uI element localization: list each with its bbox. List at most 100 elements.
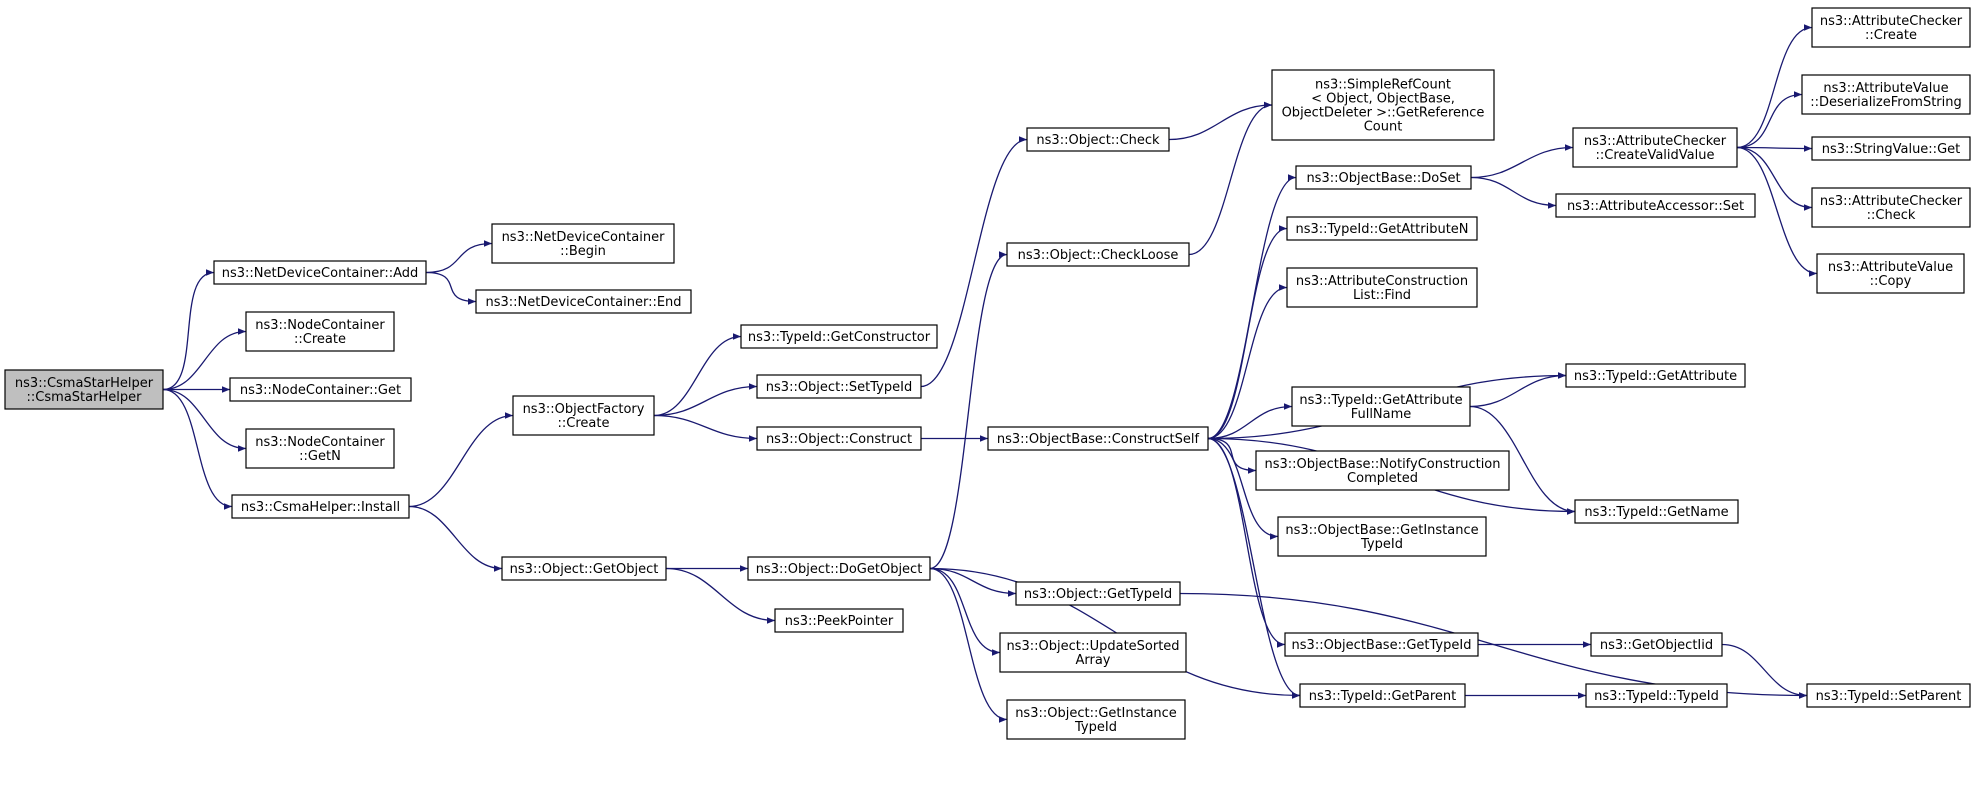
node-obj-check[interactable]: ns3::Object::Check [1026, 127, 1170, 152]
call-edge-of_create-to-obj_settid [653, 383, 758, 417]
call-edge-tid_getattrfull-to-tid_getattr [1469, 372, 1567, 408]
call-edge-ch_install-to-of_create [408, 412, 514, 508]
node-label-line: ns3::Object::CheckLoose [1018, 248, 1179, 263]
node-label-line: ns3::AttributeAccessor::Set [1567, 199, 1744, 214]
node-av-deser[interactable]: ns3::AttributeValue::DeserializeFromStri… [1801, 74, 1971, 115]
node-box [4, 369, 164, 410]
node-box [1565, 363, 1746, 388]
node-nc-get[interactable]: ns3::NodeContainer::Get [229, 377, 412, 402]
call-edge-ob_doset-to-aa_set [1470, 176, 1557, 209]
node-tid-getattr[interactable]: ns3::TypeId::GetAttribute [1565, 363, 1746, 388]
node-label-line: ns3::ObjectBase::GetTypeId [1292, 638, 1472, 653]
node-label-line: ns3::NodeContainer [255, 318, 385, 333]
node-box [1006, 699, 1186, 740]
call-edge-ob_constructself-to-tid_getattrfull [1207, 403, 1293, 440]
node-obj-dogetobject[interactable]: ns3::Object::DoGetObject [747, 556, 931, 581]
node-obj-getobject[interactable]: ns3::Object::GetObject [501, 556, 667, 581]
call-edge-obj_dogetobject-to-obj_updatesorted [929, 567, 1001, 656]
node-label-line: ::CreateValidValue [1596, 148, 1715, 163]
node-label-line: ns3::StringValue::Get [1822, 142, 1960, 157]
node-label-line: ns3::Object::Construct [766, 432, 912, 447]
node-label-line: ns3::Object::GetTypeId [1024, 587, 1172, 602]
node-label-line: < Object, ObjectBase, [1311, 92, 1455, 107]
node-box [747, 556, 931, 581]
node-box [1590, 632, 1723, 657]
node-label-line: ns3::AttributeChecker [1820, 194, 1963, 209]
node-box [1286, 267, 1478, 308]
node-label-line: ns3::NetDeviceContainer::End [485, 295, 681, 310]
node-tid-getattrn[interactable]: ns3::TypeId::GetAttributeN [1286, 216, 1478, 241]
node-box [774, 608, 904, 633]
call-edge-ch_install-to-obj_getobject [408, 505, 503, 572]
call-edge-obj_check-to-src_getref [1168, 101, 1273, 141]
node-nc-create[interactable]: ns3::NodeContainer::Create [245, 311, 395, 352]
node-label-line: ns3::Object::UpdateSorted [1006, 639, 1179, 654]
node-ndc-add[interactable]: ns3::NetDeviceContainer::Add [213, 260, 427, 285]
call-edge-ob_constructself-to-ob_getinstancetid [1207, 437, 1279, 540]
node-obj-settid[interactable]: ns3::Object::SetTypeId [756, 374, 922, 399]
node-obj-checkloose[interactable]: ns3::Object::CheckLoose [1006, 242, 1190, 267]
node-ob-constructself[interactable]: ns3::ObjectBase::ConstructSelf [987, 426, 1209, 451]
node-label-line: Array [1075, 653, 1110, 668]
node-box [1284, 632, 1479, 657]
node-label-line: ns3::Object::SetTypeId [766, 380, 912, 395]
node-label-line: ::Begin [560, 244, 606, 259]
node-ndc-begin[interactable]: ns3::NetDeviceContainer::Begin [491, 223, 675, 264]
node-box [1299, 683, 1466, 708]
node-of-create[interactable]: ns3::ObjectFactory::Create [512, 395, 655, 436]
node-label-line: ::Check [1867, 208, 1916, 223]
node-peekpointer[interactable]: ns3::PeekPointer [774, 608, 904, 633]
node-ob-gettid[interactable]: ns3::ObjectBase::GetTypeId [1284, 632, 1479, 657]
node-box [756, 374, 922, 399]
node-box [1811, 7, 1971, 48]
node-box [987, 426, 1209, 451]
node-ob-notify[interactable]: ns3::ObjectBase::NotifyConstructionCompl… [1255, 450, 1510, 491]
node-tid-getname[interactable]: ns3::TypeId::GetName [1574, 499, 1739, 524]
node-box [1801, 74, 1971, 115]
node-box [756, 426, 922, 451]
node-tid-getparent[interactable]: ns3::TypeId::GetParent [1299, 683, 1466, 708]
node-tid-setparent[interactable]: ns3::TypeId::SetParent [1806, 683, 1971, 708]
node-label-line: ns3::PeekPointer [785, 614, 894, 629]
node-label-line: List::Find [1353, 288, 1411, 303]
node-ac-create[interactable]: ns3::AttributeChecker::Create [1811, 7, 1971, 48]
node-root[interactable]: ns3::CsmaStarHelper::CsmaStarHelper [4, 369, 164, 410]
node-label-line: ns3::NetDeviceContainer::Add [222, 266, 419, 281]
node-aa-set[interactable]: ns3::AttributeAccessor::Set [1555, 193, 1756, 218]
node-ob-doset[interactable]: ns3::ObjectBase::DoSet [1295, 165, 1472, 190]
node-ac-createvalid[interactable]: ns3::AttributeChecker::CreateValidValue [1572, 127, 1738, 168]
call-edge-obj_dogetobject-to-obj_getinstancetid [929, 567, 1008, 723]
call-edge-ob_constructself-to-acl_find [1207, 284, 1288, 440]
node-label-line: ObjectDeleter >::GetReference [1282, 106, 1485, 121]
node-box [1585, 683, 1728, 708]
node-label-line: ns3::NodeContainer [255, 435, 385, 450]
node-box [1277, 516, 1487, 557]
node-obj-gettid[interactable]: ns3::Object::GetTypeId [1015, 581, 1181, 606]
node-getobjectiid[interactable]: ns3::GetObjectIid [1590, 632, 1723, 657]
call-edge-root-to-nc_getn [162, 388, 247, 452]
node-ac-check[interactable]: ns3::AttributeChecker::Check [1811, 187, 1971, 228]
node-label-line: ns3::TypeId::SetParent [1816, 689, 1962, 704]
node-box [231, 494, 410, 519]
node-label-line: ns3::Object::Check [1036, 133, 1160, 148]
node-label-line: ns3::GetObjectIid [1600, 638, 1713, 653]
call-edge-ac_createvalid-to-av_copy [1736, 146, 1818, 277]
node-ndc-end[interactable]: ns3::NetDeviceContainer::End [475, 289, 692, 314]
node-tid-getctor[interactable]: ns3::TypeId::GetConstructor [740, 324, 938, 349]
node-sv-get[interactable]: ns3::StringValue::Get [1811, 136, 1971, 161]
node-label-line: ns3::ObjectBase::ConstructSelf [997, 432, 1200, 447]
node-obj-construct[interactable]: ns3::Object::Construct [756, 426, 922, 451]
node-av-copy[interactable]: ns3::AttributeValue::Copy [1816, 253, 1965, 294]
node-label-line: ::DeserializeFromString [1810, 95, 1962, 110]
node-src-getref[interactable]: ns3::SimpleRefCount< Object, ObjectBase,… [1271, 69, 1495, 141]
node-tid-typeid[interactable]: ns3::TypeId::TypeId [1585, 683, 1728, 708]
call-edge-obj_checkloose-to-src_getref [1188, 101, 1273, 256]
node-nc-getn[interactable]: ns3::NodeContainer::GetN [245, 428, 395, 469]
node-label-line: ns3::NetDeviceContainer [502, 230, 666, 245]
node-ch-install[interactable]: ns3::CsmaHelper::Install [231, 494, 410, 519]
